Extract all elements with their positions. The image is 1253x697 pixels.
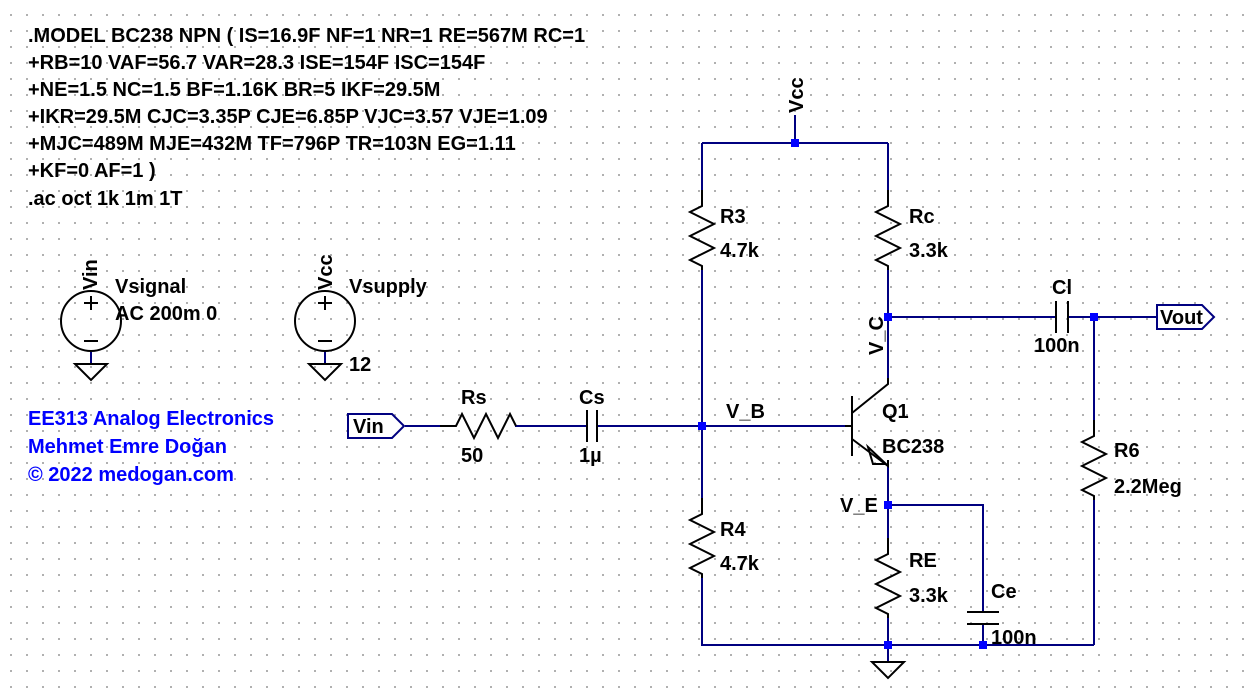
resistor-r3-symbol [687,190,717,270]
r3-value: 4.7k [720,240,760,262]
credit-copyright: © 2022 medogan.com [28,464,234,486]
capacitor-ce-symbol [967,611,999,625]
vout-port-flag [1156,304,1216,330]
resistor-r4[interactable]: R4 4.7k [687,498,760,578]
vsignal-net-label: Vin [80,259,102,290]
directive-line-5[interactable]: +MJC=489M MJE=432M TF=796P TR=103N EG=1.… [28,133,516,155]
junction-dot [1090,313,1098,321]
directive-line-1[interactable]: .MODEL BC238 NPN ( IS=16.9F NF=1 NR=1 RE… [28,25,585,47]
rs-name: Rs [461,387,487,409]
resistor-rc-symbol [873,190,903,270]
vout-port-label: Vout [1160,307,1203,329]
vsignal-polarity [84,296,98,342]
spice-directives: .MODEL BC238 NPN ( IS=16.9F NF=1 NR=1 RE… [28,25,585,210]
resistor-r6[interactable]: R6 2.2Meg [1079,420,1182,500]
credits-block: EE313 Analog Electronics Mehmet Emre Doğ… [28,408,274,486]
credit-author: Mehmet Emre Doğan [28,436,227,458]
re-name: RE [909,550,937,572]
net-label-v-e: V_E [840,495,878,517]
r3-name: R3 [720,206,746,228]
r6-value: 2.2Meg [1114,476,1182,498]
directive-line-2[interactable]: +RB=10 VAF=56.7 VAR=28.3 ISE=154F ISC=15… [28,52,485,74]
rc-value: 3.3k [909,240,949,262]
net-label-v-c: V_C [866,316,888,355]
ground-rail [701,578,1094,646]
wire-ce-top [888,504,984,612]
r4-name: R4 [720,519,746,541]
capacitor-ce[interactable]: Ce 100n [967,581,1037,649]
rs-value: 50 [461,445,483,467]
junction-dot [884,641,892,649]
vsignal-value: AC 200m 0 [115,303,217,325]
transistor-q1[interactable]: Q1 BC238 [845,378,944,468]
resistor-rc[interactable]: Rc 3.3k [873,190,949,270]
capacitor-cl-symbol [1055,301,1069,333]
vsignal-name: Vsignal [115,276,186,298]
credit-course: EE313 Analog Electronics [28,408,274,430]
wires [405,115,1157,662]
vsignal-source[interactable]: Vin Vsignal AC 200m 0 [60,259,217,382]
vin-port-label: Vin [353,416,384,438]
resistor-rs-symbol [440,411,517,441]
junctions [698,139,1098,649]
q1-collector-lead [851,378,889,414]
junction-dot [884,313,892,321]
directive-line-4[interactable]: +IKR=29.5M CJC=3.35P CJE=6.85P VJC=3.57 … [28,106,548,128]
cs-value: 1µ [579,445,602,467]
q1-emitter-arrow-icon [865,443,889,465]
vsupply-value: 12 [349,354,371,376]
capacitor-cs-symbol [586,410,598,442]
r4-value: 4.7k [720,553,760,575]
ground-icon [306,363,344,382]
resistor-re-symbol [873,538,903,618]
vsignal-symbol [60,290,122,352]
re-value: 3.3k [909,585,949,607]
ground-icon [869,661,907,680]
rc-name: Rc [909,206,935,228]
q1-name: Q1 [882,401,909,423]
q1-emitter-lead [851,438,889,468]
net-label-v-b: V_B [726,401,765,423]
resistor-rs[interactable]: Rs 50 [440,387,517,467]
resistor-r4-symbol [687,498,717,578]
vsupply-name: Vsupply [349,276,428,298]
ac-analysis-directive[interactable]: .ac oct 1k 1m 1T [28,188,183,210]
q1-model: BC238 [882,436,944,458]
port-vin[interactable]: Vin [347,413,406,439]
ground-icon [72,363,110,382]
resistor-r3[interactable]: R3 4.7k [687,190,760,270]
vin-port-flag [347,413,406,439]
junction-dot [979,641,987,649]
resistor-re[interactable]: RE 3.3k [873,538,949,618]
junction-dot [698,422,706,430]
cl-name: Cl [1052,277,1072,299]
net-label-vcc: Vcc [786,77,808,113]
resistor-r6-symbol [1079,420,1109,500]
vsupply-polarity [318,296,332,342]
vsupply-net-label: Vcc [315,254,337,290]
capacitor-cs[interactable]: Cs 1µ [579,387,605,467]
vsupply-symbol [294,290,356,352]
r6-name: R6 [1114,440,1140,462]
vsupply-source[interactable]: Vcc Vsupply 12 [294,254,428,382]
ce-name: Ce [991,581,1017,603]
junction-dot [884,501,892,509]
directive-line-6[interactable]: +KF=0 AF=1 ) [28,160,156,182]
capacitor-cl[interactable]: Cl 100n [1034,277,1080,357]
junction-dot [791,139,799,147]
cl-value: 100n [1034,335,1080,357]
directive-line-3[interactable]: +NE=1.5 NC=1.5 BF=1.16K BR=5 IKF=29.5M [28,79,440,101]
port-vout[interactable]: Vout [1156,304,1216,330]
cs-name: Cs [579,387,605,409]
ce-value: 100n [991,627,1037,649]
